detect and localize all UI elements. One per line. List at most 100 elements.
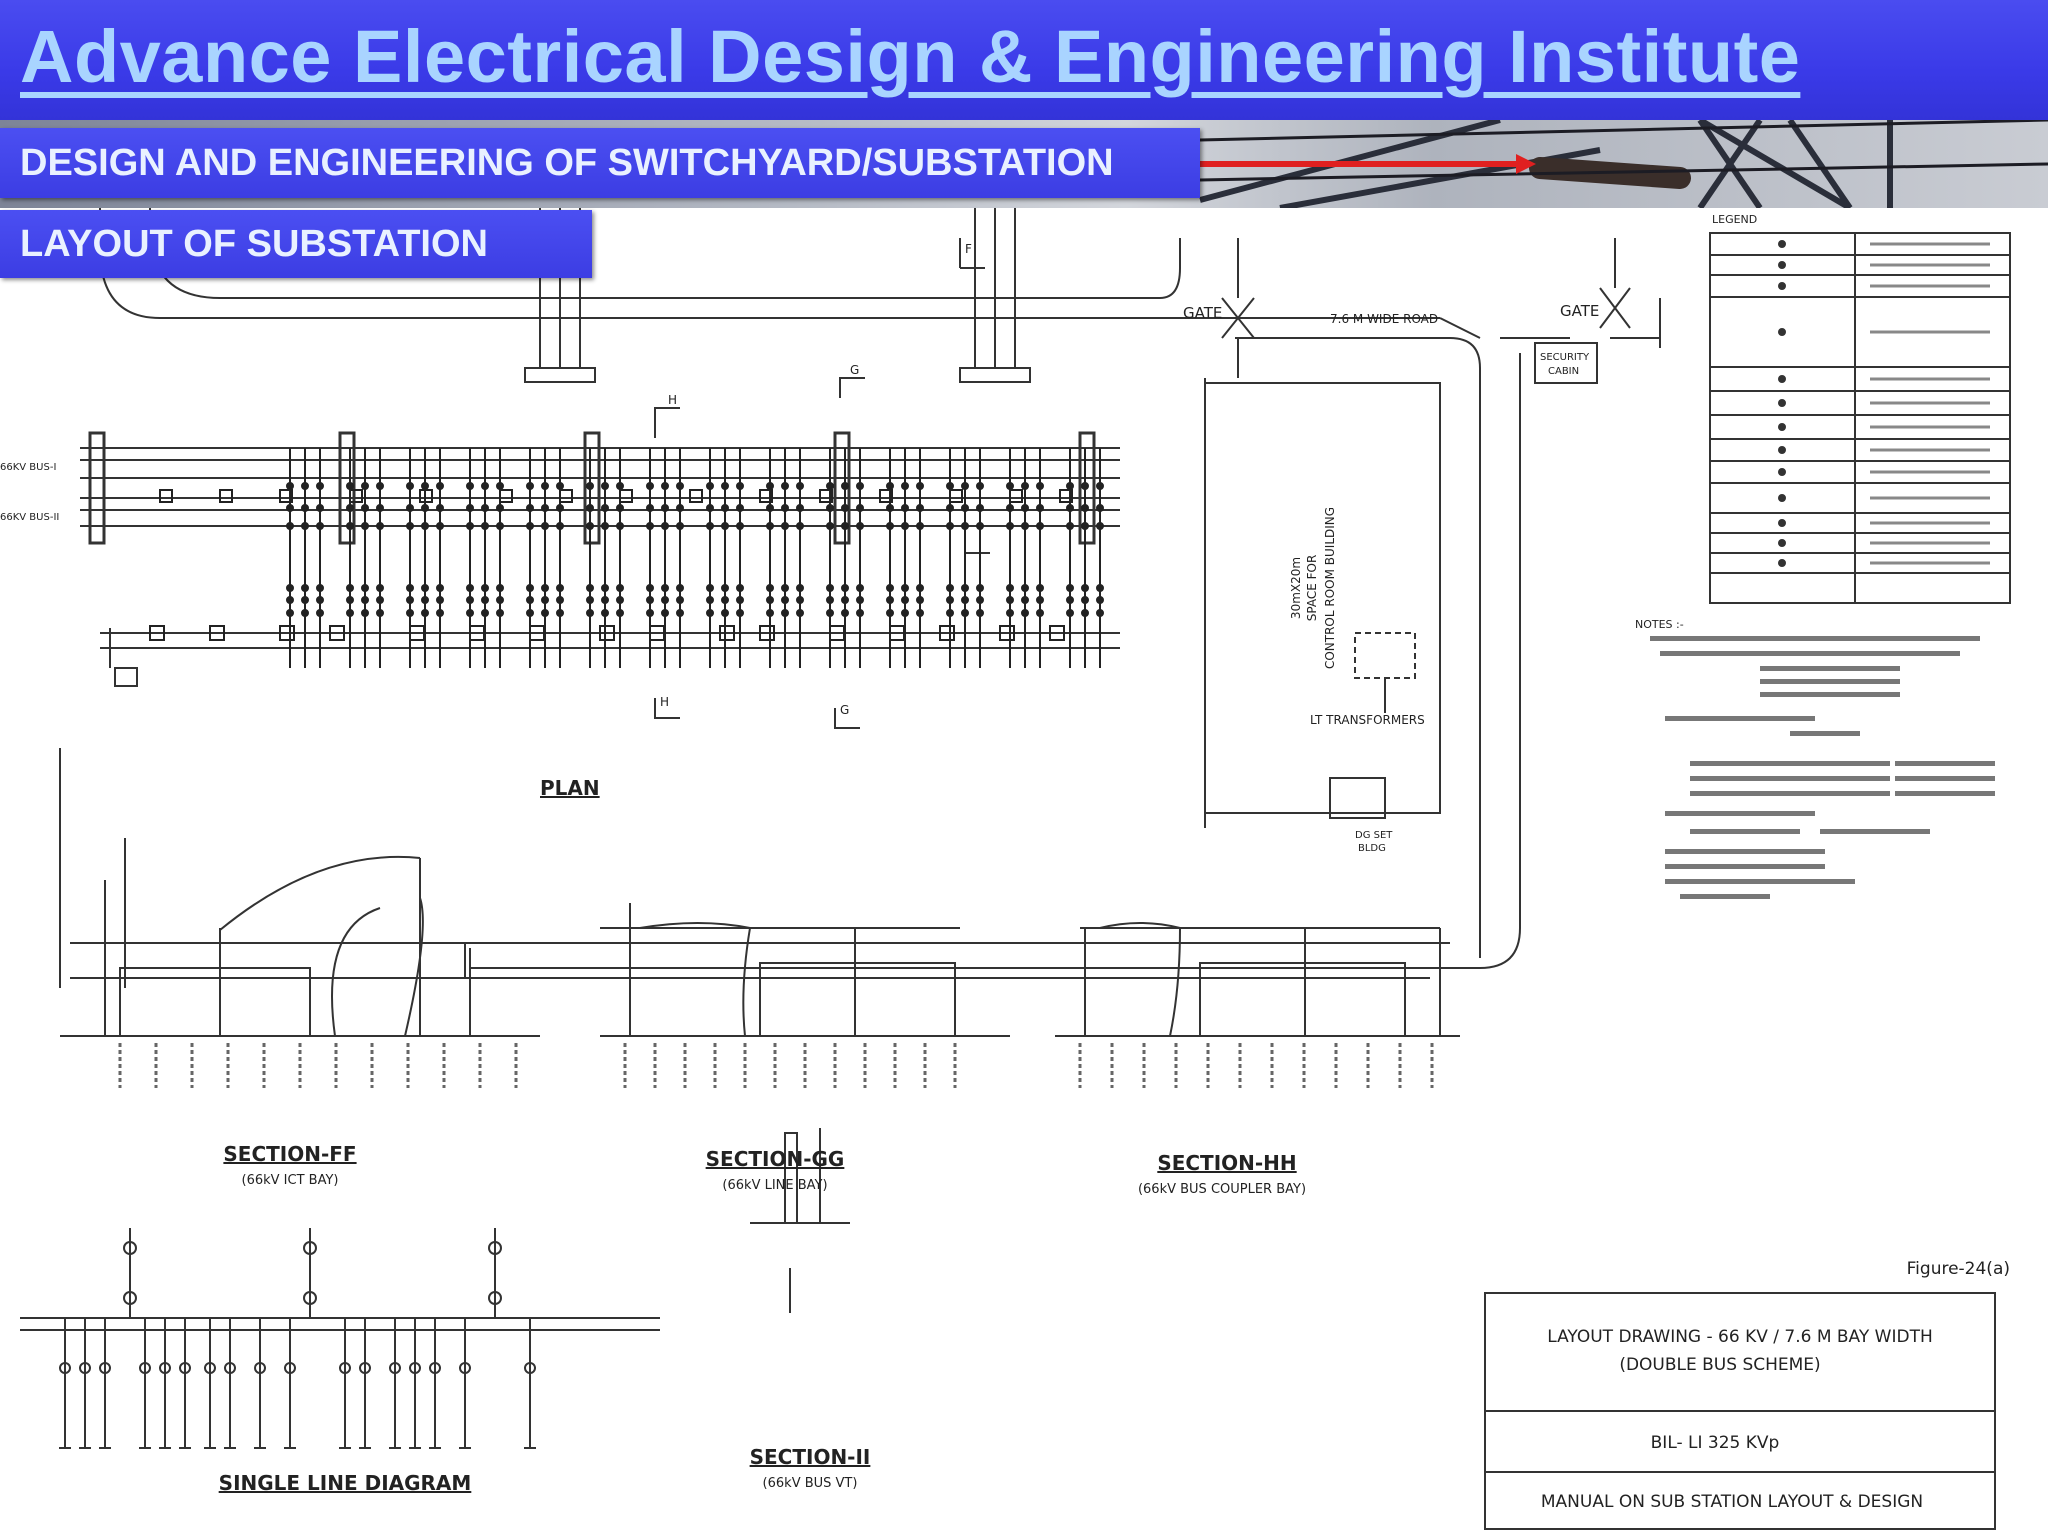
marker-h-top: H	[668, 393, 677, 407]
sld-breaker	[359, 1362, 371, 1374]
equipment-box	[1009, 489, 1023, 503]
equipment-node	[781, 584, 789, 592]
equipment-node	[721, 596, 729, 604]
note-line	[1690, 761, 1890, 766]
equipment-node	[541, 522, 549, 530]
section-ff	[60, 855, 540, 1088]
equipment-node	[316, 596, 324, 604]
note-line	[1690, 791, 1890, 796]
red-arrow	[1198, 154, 1536, 174]
equipment-node	[841, 584, 849, 592]
equipment-node	[826, 482, 834, 490]
equipment-node	[646, 482, 654, 490]
equipment-node	[766, 609, 774, 617]
equipment-box	[999, 625, 1015, 641]
section-hh-title: SECTION-HH	[1157, 1151, 1296, 1175]
equipment-node	[601, 584, 609, 592]
equipment-node	[526, 522, 534, 530]
road-top-label: 7.6 M WIDE ROAD	[1330, 312, 1438, 326]
equipment-node	[976, 504, 984, 512]
sld-breaker	[339, 1362, 351, 1374]
title-block	[1484, 1292, 1996, 1530]
equipment-box	[599, 625, 615, 641]
equipment-node	[736, 522, 744, 530]
equipment-node	[916, 482, 924, 490]
equipment-node	[886, 504, 894, 512]
equipment-box	[619, 489, 633, 503]
equipment-node	[1096, 596, 1104, 604]
institute-title: Advance Electrical Design & Engineering …	[20, 15, 1801, 98]
equipment-node	[541, 504, 549, 512]
equipment-node	[361, 482, 369, 490]
sld-isolator	[303, 1291, 317, 1305]
equipment-node	[301, 522, 309, 530]
equipment-node	[706, 596, 714, 604]
equipment-node	[541, 482, 549, 490]
equipment-node	[706, 482, 714, 490]
equipment-node	[946, 504, 954, 512]
title-block-bil: BIL- LI 325 KVp	[1651, 1433, 1780, 1453]
equipment-node	[481, 522, 489, 530]
equipment-node	[1081, 609, 1089, 617]
sld-breaker	[254, 1362, 266, 1374]
equipment-node	[736, 609, 744, 617]
equipment-node	[406, 596, 414, 604]
equipment-node	[976, 522, 984, 530]
equipment-node	[586, 482, 594, 490]
section-ii-subtitle: (66kV BUS VT)	[763, 1476, 858, 1491]
equipment-node	[361, 584, 369, 592]
equipment-node	[436, 609, 444, 617]
bus-2-label: 66KV BUS-II	[0, 512, 59, 523]
legend-symbol	[1778, 282, 1786, 290]
equipment-node	[496, 522, 504, 530]
sld-ct	[303, 1241, 317, 1255]
equipment-node	[286, 504, 294, 512]
equipment-node	[661, 609, 669, 617]
legend-title: LEGEND	[1712, 213, 1757, 226]
equipment-box	[829, 625, 845, 641]
equipment-node	[346, 609, 354, 617]
equipment-node	[781, 609, 789, 617]
equipment-node	[436, 596, 444, 604]
sld-breaker	[204, 1362, 216, 1374]
equipment-node	[316, 584, 324, 592]
tower-photo	[1199, 120, 2048, 208]
equipment-node	[721, 609, 729, 617]
sld-breaker	[459, 1362, 471, 1374]
title-block-line-2: (DOUBLE BUS SCHEME)	[1619, 1355, 1820, 1375]
equipment-node	[421, 482, 429, 490]
sld-ct	[488, 1241, 502, 1255]
equipment-node	[616, 482, 624, 490]
control-building-line-3: CONTROL ROOM BUILDING	[1323, 507, 1337, 669]
legend-symbol	[1778, 328, 1786, 336]
equipment-node	[436, 504, 444, 512]
equipment-node	[736, 482, 744, 490]
note-line	[1690, 776, 1890, 781]
equipment-node	[496, 482, 504, 490]
equipment-node	[376, 596, 384, 604]
equipment-node	[1021, 482, 1029, 490]
equipment-node	[856, 504, 864, 512]
equipment-node	[481, 482, 489, 490]
equipment-node	[1036, 504, 1044, 512]
note-line	[1895, 776, 1995, 781]
legend-symbol	[1778, 375, 1786, 383]
equipment-node	[796, 596, 804, 604]
equipment-node	[856, 609, 864, 617]
equipment-box	[689, 489, 703, 503]
equipment-node	[601, 522, 609, 530]
equipment-box	[759, 625, 775, 641]
equipment-box	[879, 489, 893, 503]
equipment-node	[1066, 596, 1074, 604]
equipment-node	[286, 596, 294, 604]
gate-left-label: GATE	[1183, 304, 1222, 322]
equipment-node	[466, 504, 474, 512]
equipment-node	[376, 609, 384, 617]
equipment-node	[556, 522, 564, 530]
sld-breaker	[79, 1362, 91, 1374]
equipment-node	[301, 482, 309, 490]
equipment-node	[1021, 596, 1029, 604]
equipment-node	[721, 482, 729, 490]
equipment-node	[346, 504, 354, 512]
equipment-node	[481, 584, 489, 592]
